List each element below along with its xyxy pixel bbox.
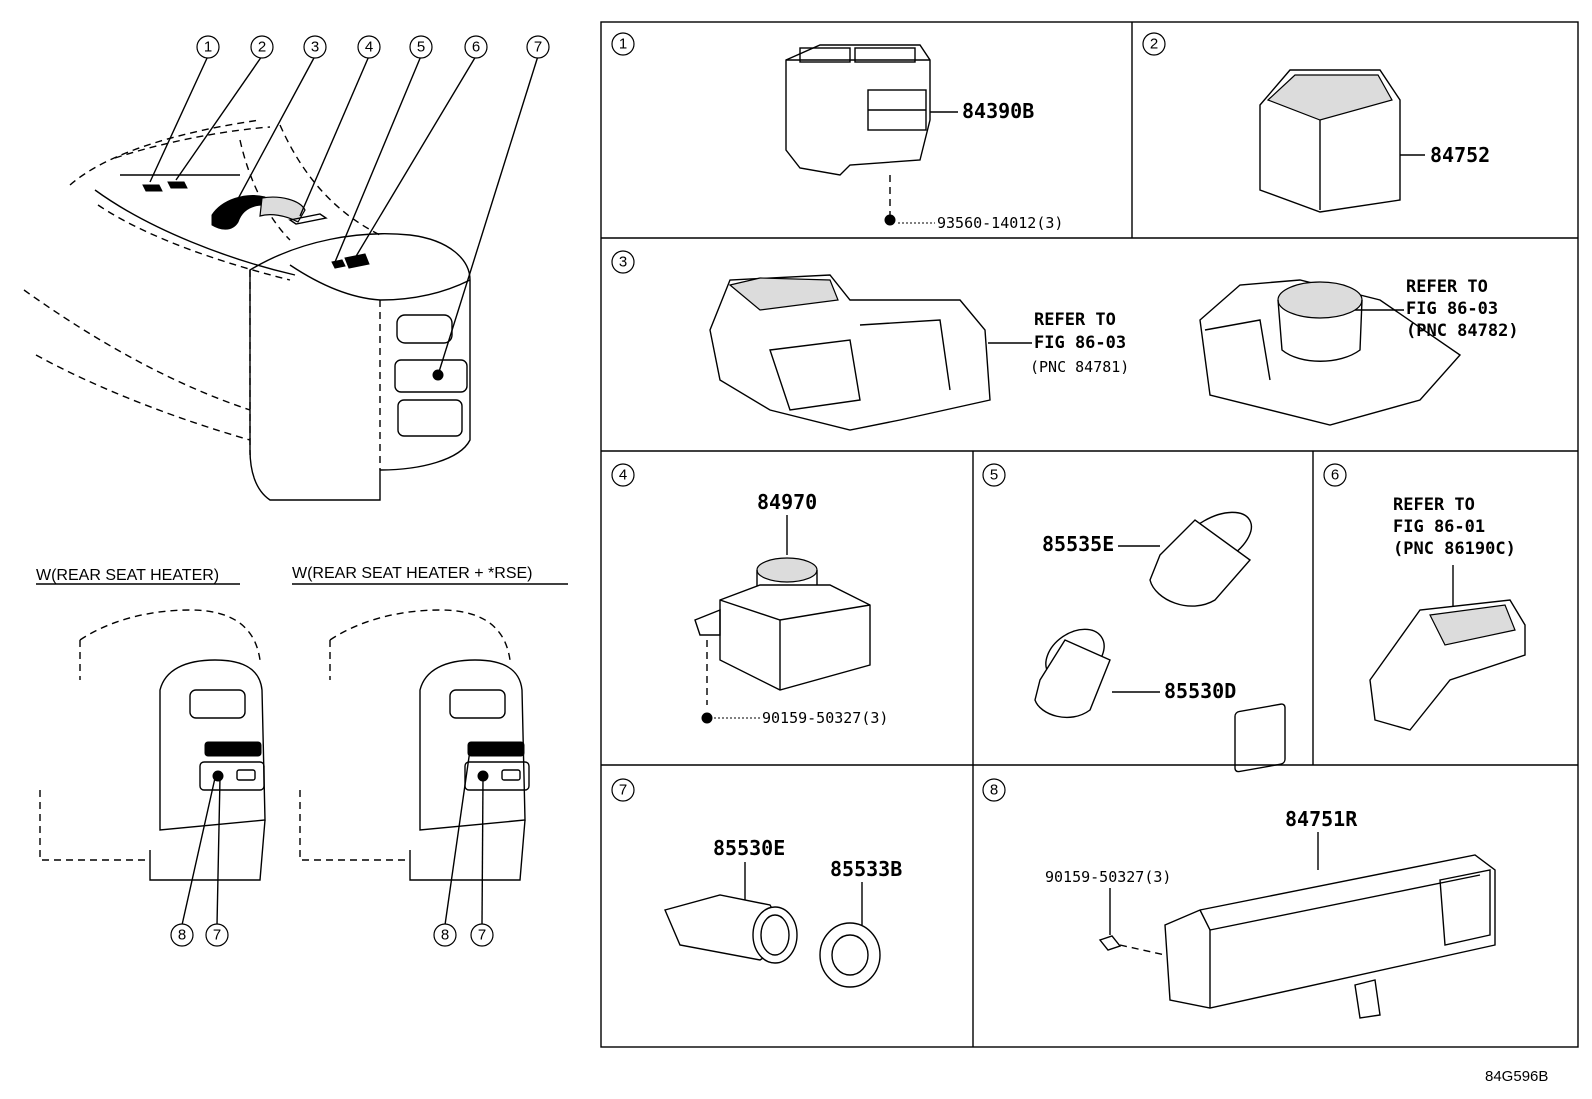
- callout-3: 3: [311, 39, 319, 56]
- callout-4: 4: [365, 39, 373, 56]
- label-85533B: 85533B: [830, 857, 902, 881]
- label-fig-86-03-b: FIG 86-03: [1406, 299, 1498, 319]
- panel-4: 4 84970 90159-50327(3): [611, 463, 888, 727]
- panel-index-3: 3: [619, 254, 627, 271]
- panel-grid: [600, 21, 1579, 1048]
- variant-rear-seat-heater: W(REAR SEAT HEATER) 8 7: [36, 567, 266, 947]
- callout-8-v1: 8: [178, 927, 186, 944]
- panel-index-2: 2: [1150, 36, 1158, 53]
- callout-5: 5: [417, 39, 425, 56]
- label-93560-14012: 93560-14012(3): [937, 214, 1063, 232]
- label-85530D: 85530D: [1164, 679, 1236, 703]
- callout-8-v2: 8: [441, 927, 449, 944]
- variant-caption-2: W(REAR SEAT HEATER + *RSE): [292, 565, 532, 582]
- panel-8: 8 84751R 90159-50327(3): [982, 703, 1496, 1019]
- panel-index-8: 8: [990, 782, 998, 799]
- panel-1: 1 84390B 93560-14012(3): [611, 32, 1063, 232]
- panel-index-4: 4: [619, 467, 627, 484]
- callout-6: 6: [472, 39, 480, 56]
- panel-6: 6 REFER TO FIG 86-01 (PNC 86190C): [1323, 463, 1526, 731]
- panel-2: 2 84752: [1142, 32, 1490, 213]
- label-refer-to-c: REFER TO: [1393, 495, 1475, 515]
- variant-rear-seat-heater-rse: W(REAR SEAT HEATER + *RSE) 8 7: [292, 565, 568, 947]
- panel-5: 5 85535E 85530D: [982, 463, 1253, 719]
- panel-index-5: 5: [990, 467, 998, 484]
- label-84752: 84752: [1430, 143, 1490, 167]
- label-84970: 84970: [757, 490, 817, 514]
- label-90159-50327-b: 90159-50327(3): [1045, 868, 1171, 886]
- console-overview: 1 2 3 4 5 6 7: [23, 35, 550, 501]
- label-refer-to-b: REFER TO: [1406, 277, 1488, 297]
- label-pnc-84781: (PNC 84781): [1030, 358, 1129, 376]
- label-84751R: 84751R: [1285, 807, 1358, 831]
- label-pnc-86190C: (PNC 86190C): [1393, 539, 1516, 559]
- label-90159-50327-a: 90159-50327(3): [762, 709, 888, 727]
- callout-2: 2: [258, 39, 266, 56]
- label-fig-86-01: FIG 86-01: [1393, 517, 1485, 537]
- label-pnc-84782: (PNC 84782): [1406, 321, 1519, 341]
- callout-7: 7: [534, 39, 542, 56]
- callout-1: 1: [204, 39, 212, 56]
- callout-7-v1: 7: [213, 927, 221, 944]
- label-84390B: 84390B: [962, 99, 1034, 123]
- label-refer-to-a: REFER TO: [1034, 310, 1116, 330]
- panel-index-1: 1: [619, 36, 627, 53]
- panel-3: 3 REFER TO FIG 86-03 (PNC 84781) REFER T…: [611, 250, 1519, 431]
- label-85530E: 85530E: [713, 836, 785, 860]
- panel-index-7: 7: [619, 782, 627, 799]
- label-fig-86-03-a: FIG 86-03: [1034, 333, 1126, 353]
- label-85535E: 85535E: [1042, 532, 1114, 556]
- panel-7: 7 85530E 85533B: [611, 778, 902, 988]
- diagram-code: 84G596B: [1485, 1068, 1548, 1085]
- panel-index-6: 6: [1331, 467, 1339, 484]
- callout-7-v2: 7: [478, 927, 486, 944]
- variant-caption-1: W(REAR SEAT HEATER): [36, 567, 219, 584]
